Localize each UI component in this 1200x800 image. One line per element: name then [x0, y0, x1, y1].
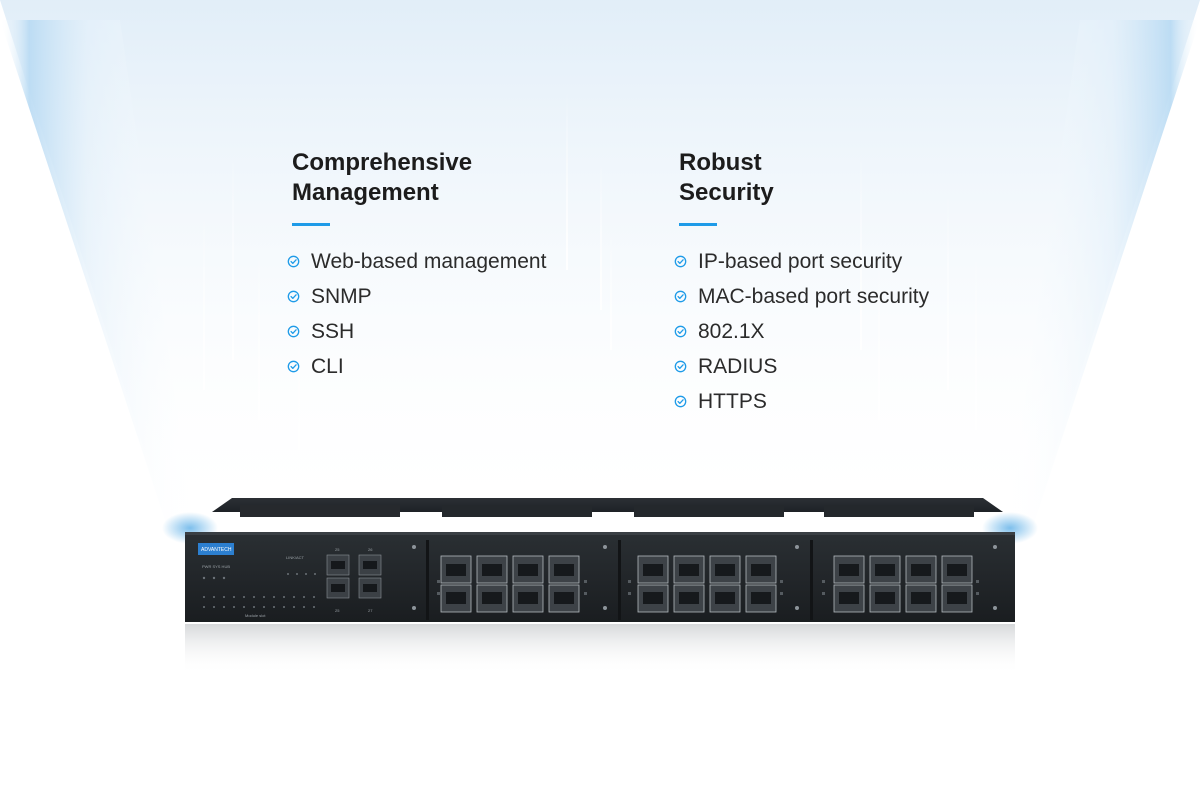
check-circle-icon	[287, 325, 300, 338]
list-item-label: HTTPS	[698, 389, 767, 413]
security-section: Robust Security IP-based port security M…	[674, 148, 939, 419]
check-circle-icon	[674, 325, 687, 338]
status-leds	[202, 573, 316, 608]
svg-text:LINK/ACT: LINK/ACT	[286, 555, 305, 560]
security-heading-line1: Robust	[679, 149, 762, 176]
management-heading-line1: Comprehensive	[292, 149, 473, 176]
list-item: CLI	[287, 349, 552, 384]
svg-text:25: 25	[335, 608, 340, 613]
svg-text:26: 26	[368, 547, 373, 552]
management-section: Comprehensive Management Web-based manag…	[287, 148, 552, 384]
list-item-label: Web-based management	[311, 249, 547, 273]
uplink-ports	[326, 554, 382, 599]
svg-text:Module slot: Module slot	[245, 613, 266, 618]
list-item-label: RADIUS	[698, 354, 778, 378]
check-circle-icon	[674, 255, 687, 268]
management-heading-line2: Management	[292, 179, 439, 206]
heading-underline	[679, 223, 717, 226]
svg-text:27: 27	[368, 608, 373, 613]
security-list: IP-based port security MAC-based port se…	[674, 244, 939, 419]
list-item: HTTPS	[674, 384, 939, 419]
list-item-label: MAC-based port security	[698, 284, 930, 308]
security-heading-line2: Security	[679, 179, 774, 206]
list-item-label: SNMP	[311, 284, 372, 308]
list-item: MAC-based port security	[674, 279, 939, 314]
list-item: SNMP	[287, 279, 552, 314]
management-heading: Comprehensive Management	[292, 148, 552, 208]
list-item: 802.1X	[674, 314, 939, 349]
svg-text:25: 25	[335, 547, 340, 552]
check-circle-icon	[287, 290, 300, 303]
list-item: IP-based port security	[674, 244, 939, 279]
heading-underline	[292, 223, 330, 226]
check-circle-icon	[674, 360, 687, 373]
list-item-label: CLI	[311, 354, 344, 378]
light-rays	[203, 90, 977, 450]
management-list: Web-based management SNMP SSH CLI	[287, 244, 552, 384]
list-item: Web-based management	[287, 244, 552, 279]
svg-text:PWR SYS HUB: PWR SYS HUB	[202, 564, 230, 569]
list-item-label: IP-based port security	[698, 249, 903, 273]
check-circle-icon	[674, 395, 687, 408]
check-circle-icon	[674, 290, 687, 303]
list-item-label: 802.1X	[698, 319, 765, 343]
check-circle-icon	[287, 360, 300, 373]
list-item: SSH	[287, 314, 552, 349]
security-heading: Robust Security	[679, 148, 939, 208]
list-item: RADIUS	[674, 349, 939, 384]
check-circle-icon	[287, 255, 300, 268]
svg-text:ADVANTECH: ADVANTECH	[201, 547, 232, 553]
list-item-label: SSH	[311, 319, 355, 343]
